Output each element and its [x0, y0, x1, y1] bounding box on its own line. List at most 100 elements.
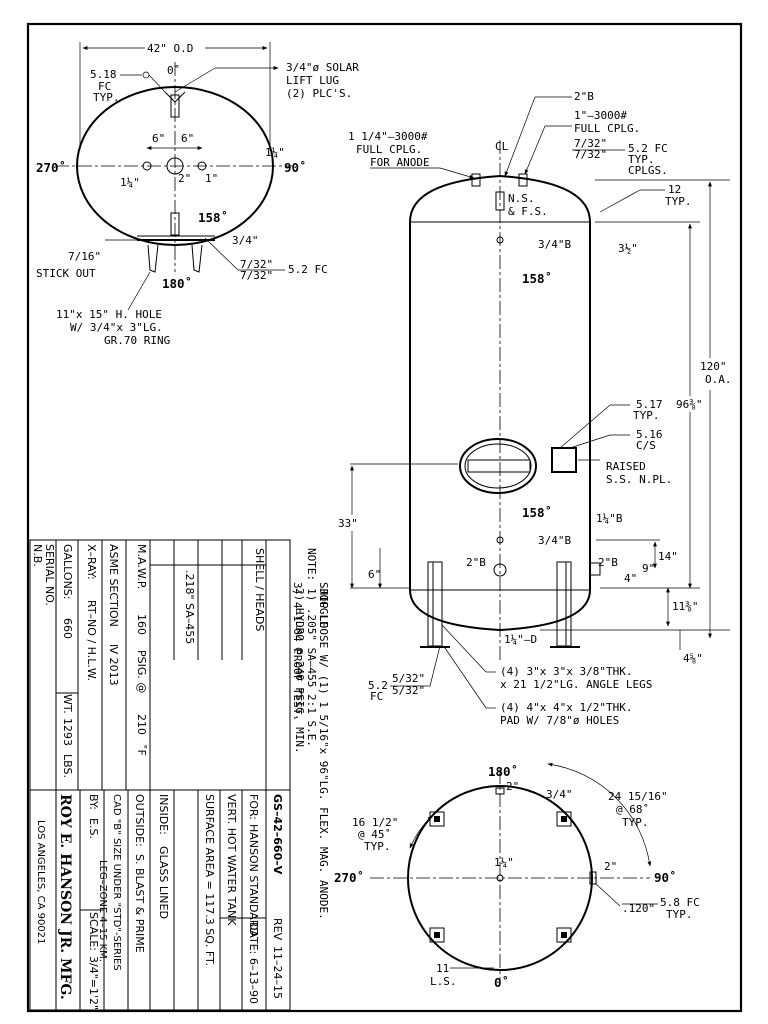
note-4: SHIP LOOSE W/ (1) 1 5/16"x 96"LG. FLEX. …: [317, 582, 330, 920]
six-b: 6": [181, 132, 194, 145]
bottom-three-quarter: 3/4": [546, 788, 573, 801]
deg-0-label: 0˚: [167, 64, 180, 77]
dim-16-2: @ 45˚: [358, 828, 391, 841]
cad-label: CAD "B" SIZE UNDER "STD"-SERIES: [111, 794, 122, 971]
note-3: 3) 4–1–04 PROOF TEST.: [291, 582, 304, 721]
bottom-weld-typ: TYP.: [666, 908, 693, 921]
dim-16-1: 16 1/2": [352, 816, 398, 829]
top-one-in: 1": [205, 172, 218, 185]
mawp-temp: 210: [135, 714, 148, 735]
weld-517-typ: TYP.: [633, 409, 660, 422]
weld-12-typ: TYP.: [665, 195, 692, 208]
cplgs-label: CPLGS.: [628, 164, 668, 177]
cplg-label-1: 1"–3000#: [574, 109, 627, 122]
weld-532a: 5/32": [392, 672, 425, 685]
od-label: 42" O.D: [147, 42, 193, 55]
note-1b: JOGGLE: [317, 588, 330, 628]
weld-58fc: 5.8 FC: [660, 896, 700, 909]
pad-label-1: (4) 4"x 4"x 1/2"THK.: [500, 701, 632, 714]
weld-518-typ: TYP.: [93, 91, 120, 104]
bottom-deg-90: 90˚: [654, 870, 677, 885]
date-label: DATE:: [247, 922, 260, 954]
wt-value: 1293: [61, 718, 74, 746]
hole-label-2: W/ 3/4"x 3"LG.: [70, 321, 163, 334]
leg-zone: LEG–ZONE 4–15 KM.: [97, 860, 108, 962]
sheet-border: [26, 22, 743, 1013]
title-block: NOTE: 1) .205" SA–455 2:1 S.E. JOGGLE 2)…: [29, 539, 330, 1011]
dim-9: 9": [642, 562, 655, 575]
nameplate: [551, 447, 577, 473]
weld-52: 5.2: [368, 679, 388, 692]
shell-heads: SHELL / HEADS: [253, 548, 266, 631]
two-b-top: 2"B: [574, 90, 594, 103]
two-b-left: 2"B: [466, 556, 486, 569]
by-value: E.S.: [87, 818, 100, 839]
scale-value: 3/4"=1'2": [87, 956, 100, 1010]
weld-732c: 7/32": [574, 137, 607, 150]
weld-12: 12: [668, 183, 681, 196]
company-name: ROY E. HANSON JR. MFG.: [57, 794, 73, 1000]
weld-517: 5.17: [636, 398, 663, 411]
asme-value: Ⅳ 2013: [107, 644, 120, 686]
company-location: LOS ANGELES, CA 90021: [35, 820, 46, 944]
bottom-view-outline: [407, 785, 593, 971]
bottom-two-in: 2": [506, 780, 519, 793]
for-label: FOR:: [247, 794, 260, 820]
nb-label: N.B.: [31, 544, 44, 567]
three-half: 3½": [618, 242, 638, 255]
ns-fs-1: N.S.: [508, 192, 535, 205]
rev-label: REV: [271, 918, 284, 941]
cl-label: CL: [495, 140, 509, 153]
anode-label-2: FULL CPLG.: [356, 143, 422, 156]
top-three-quarter: 3/4": [232, 234, 259, 247]
mawp-value: 160: [135, 614, 148, 635]
stick-out-label: STICK OUT: [36, 267, 96, 280]
ls-label: L.S.: [430, 975, 457, 988]
elevation-view: CL 1 1/4"–3000# FULL CPLG. FOR ANODE 2"B…: [336, 90, 736, 727]
top-view: 42" O.D 0˚ 3/4"ø SOLAR LIFT LUG (2) PLC'…: [36, 40, 359, 347]
top-deg-158: 158˚: [198, 210, 228, 225]
top-two-in: 2": [178, 172, 191, 185]
desc: VERT. HOT WATER TANK: [225, 794, 238, 926]
deg-180-label: 180˚: [162, 276, 192, 291]
weld-518-fc: FC: [98, 80, 111, 93]
hole-label-1: 11"x 15" H. HOLE: [56, 308, 162, 321]
pad-label-2: PAD W/ 7/8"ø HOLES: [500, 714, 619, 727]
raised-1: RAISED: [606, 460, 646, 473]
dim-16-3: TYP.: [364, 840, 391, 853]
bottom-deg-180: 180˚: [488, 764, 518, 779]
weld-732b: 7/32": [240, 269, 273, 282]
lift-lug-label-3: (2) PLC'S.: [286, 87, 352, 100]
dim-4-58: 4⅝": [683, 652, 703, 665]
xray-value: RT–NO / H.L.W.: [85, 600, 98, 681]
dim-120: 120": [700, 360, 727, 373]
mawp-label: M.A.W.P.: [135, 544, 148, 589]
drawing-no: GS–42–660–V: [271, 794, 284, 875]
legs-label-2: x 21 1/2"LG. ANGLE LEGS: [500, 678, 652, 691]
bottom-deg-270: 270˚: [334, 870, 364, 885]
asme-label: ASME SECTION: [107, 544, 120, 627]
wt-label: WT.: [61, 694, 74, 714]
mawp-unit: PSIG. @: [135, 650, 148, 693]
xray-label: X–RAY:: [85, 544, 98, 580]
notes-title: NOTE:: [305, 548, 318, 581]
elev-deg-158-b: 158˚: [522, 505, 552, 520]
lift-lug-bottom: [170, 212, 180, 236]
bottom-deg-0: 0˚: [494, 975, 509, 990]
three-quarter-b: 3/4"B: [538, 238, 571, 251]
dim-oa: O.A.: [705, 373, 732, 386]
weld-732a: 7/32": [240, 258, 273, 271]
weld-120: .120": [622, 902, 655, 915]
weld-52fc-typ: 5.2 FC: [628, 142, 668, 155]
lift-lug-label-1: 3/4"ø SOLAR: [286, 61, 359, 74]
three-quarter-b2: 3/4"B: [538, 534, 571, 547]
outside-label: OUTSIDE:: [133, 794, 146, 847]
date-value: 6–13–90: [247, 958, 260, 1004]
wt-unit: LBS.: [61, 754, 74, 778]
weld-732d: 7/32": [574, 148, 607, 161]
elev-deg-158-a: 158˚: [522, 271, 552, 286]
cplg-label-2: FULL CPLG.: [574, 122, 640, 135]
weld-518: 5.18: [90, 68, 117, 81]
mawp-temp-unit: ˚F: [135, 744, 148, 756]
